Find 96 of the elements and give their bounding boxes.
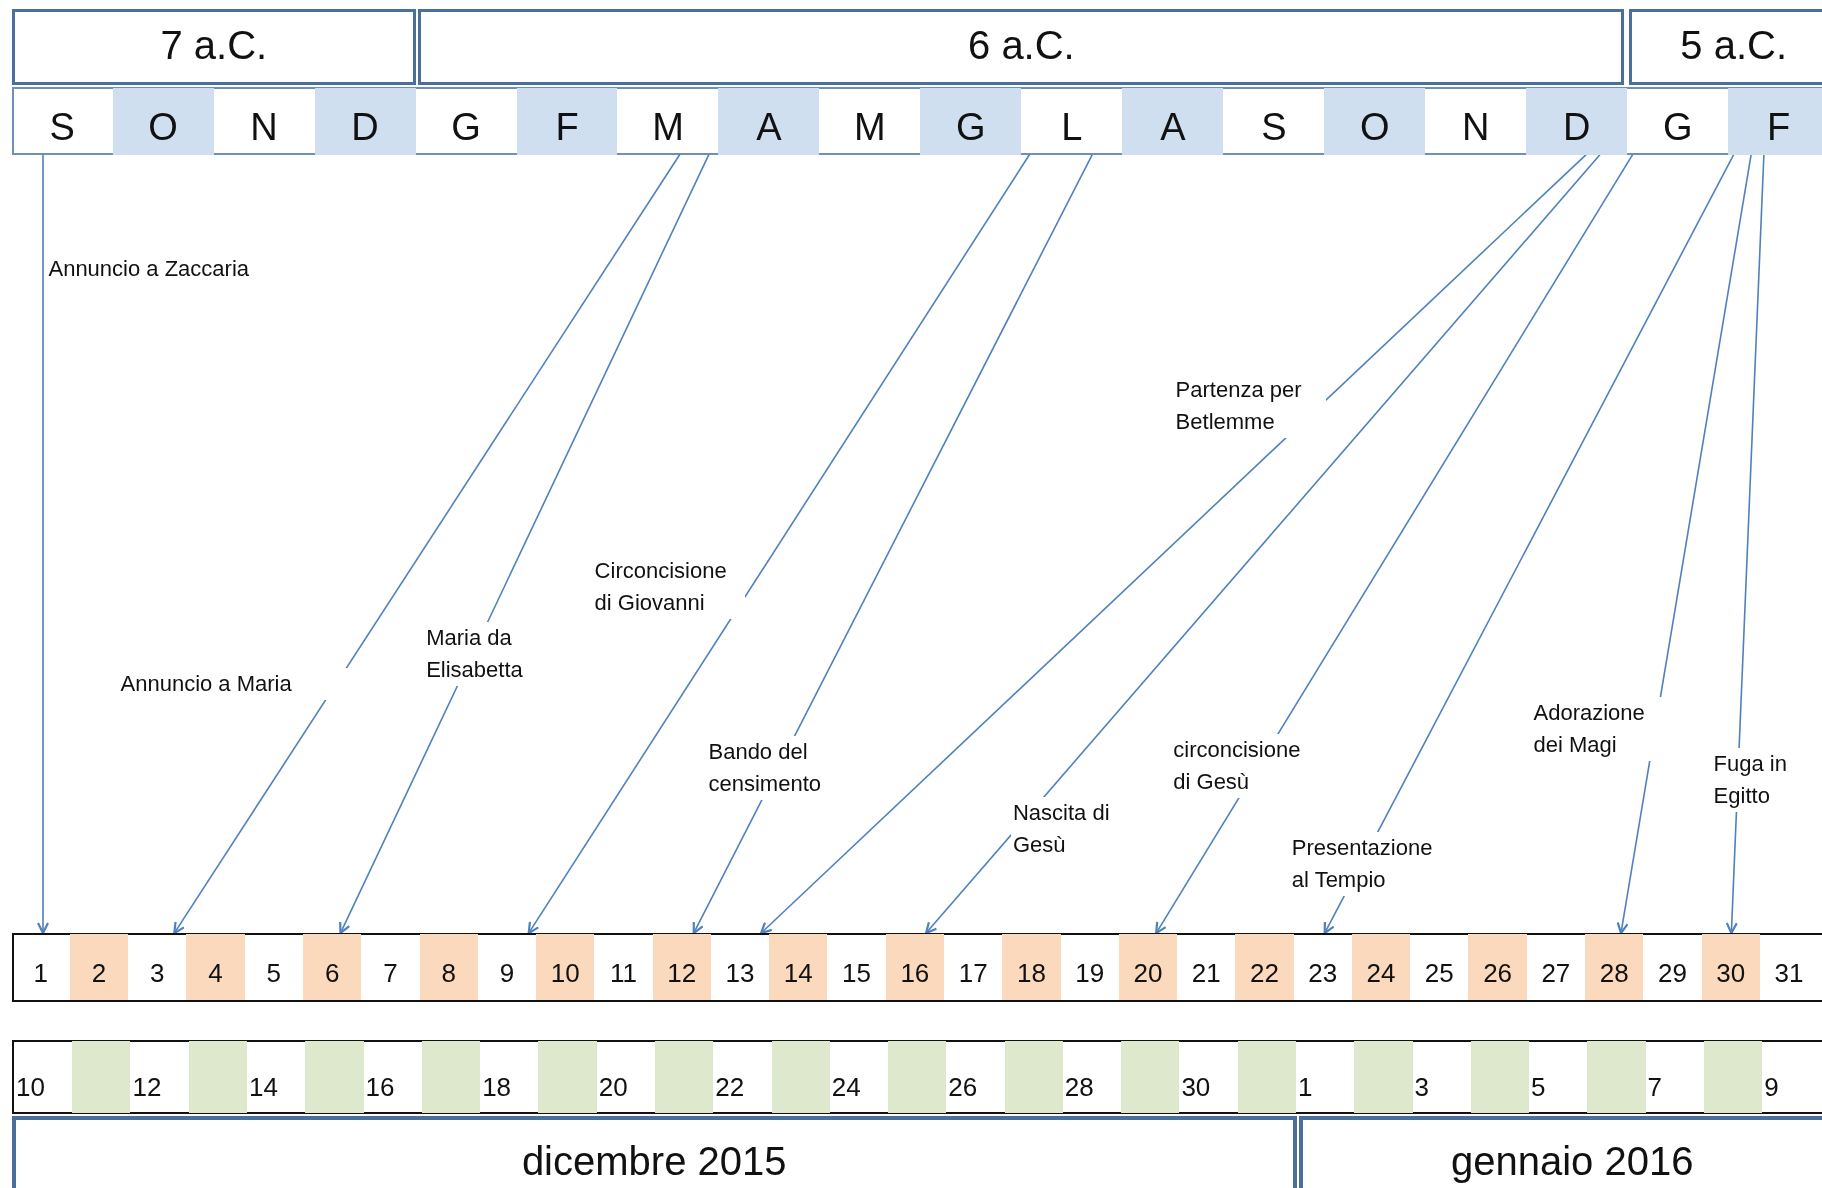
day-cell: 29 [1643, 934, 1702, 1001]
day-cell: 31 [1759, 934, 1819, 1001]
year-box: 5 a.C. [1629, 9, 1822, 85]
day-cell: 18 [1002, 934, 1061, 1001]
arrow [339, 153, 710, 935]
day-cell: 23 [1293, 934, 1352, 1001]
day-cell: 8 [419, 934, 478, 1001]
arrow [1155, 153, 1634, 935]
month-cell: G [415, 88, 517, 155]
day-cell: 6 [303, 934, 362, 1001]
date-cell: 28 [1062, 1041, 1122, 1114]
date-cell [1587, 1041, 1646, 1114]
day-cell: 27 [1526, 934, 1585, 1001]
arrow [1323, 153, 1735, 935]
date-cell [1121, 1041, 1180, 1114]
date-cell: 3 [1412, 1041, 1471, 1114]
date-cell [188, 1041, 247, 1114]
day-cell: 21 [1177, 934, 1236, 1001]
date-cell [654, 1041, 714, 1114]
day-cell: 30 [1701, 934, 1760, 1001]
month-cell: M [819, 88, 921, 155]
arrow [692, 153, 1094, 935]
date-cell: 14 [247, 1041, 306, 1114]
month-cell: O [1324, 88, 1426, 155]
month-cell: N [1425, 88, 1527, 155]
date-cell: 16 [363, 1041, 422, 1114]
date-cell: 12 [130, 1041, 189, 1114]
arrow [173, 153, 681, 935]
date-cell: 20 [596, 1041, 655, 1114]
date-cell: 9 [1762, 1041, 1821, 1114]
day-cell: 24 [1351, 934, 1411, 1001]
date-cell [1470, 1041, 1530, 1114]
arrow [527, 153, 1031, 935]
date-cell [305, 1041, 364, 1114]
day-cell: 10 [536, 934, 595, 1001]
arrow [1616, 153, 1752, 935]
arrow [1725, 153, 1765, 935]
month-cell: A [1122, 88, 1224, 155]
day-cell: 12 [652, 934, 711, 1001]
arrow [36, 153, 50, 935]
day-cell: 2 [69, 934, 129, 1001]
date-cell: 22 [713, 1041, 772, 1114]
date-cell [888, 1041, 947, 1114]
day-cell: 3 [128, 934, 187, 1001]
day-cell: 28 [1585, 934, 1644, 1001]
date-cell [421, 1041, 481, 1114]
day-cell: 16 [885, 934, 944, 1001]
date-cell [538, 1041, 597, 1114]
month-cell: D [314, 88, 416, 155]
day-cell: 26 [1468, 934, 1527, 1001]
month-cell: O [112, 88, 214, 155]
day-cell: 15 [827, 934, 886, 1001]
month-cell: A [718, 88, 820, 155]
day-cell: 5 [244, 934, 303, 1001]
month-cell: L [1021, 88, 1123, 155]
day-cell: 13 [710, 934, 770, 1001]
month-name-box: gennaio 2016 [1299, 1115, 1822, 1188]
date-cell: 24 [829, 1041, 889, 1114]
date-cell: 10 [13, 1041, 73, 1114]
year-box: 7 a.C. [11, 9, 416, 85]
date-cell [1237, 1041, 1296, 1114]
date-cell: 1 [1295, 1041, 1355, 1114]
day-cell: 25 [1410, 934, 1469, 1001]
day-cell: 19 [1060, 934, 1119, 1001]
day-cell: 20 [1118, 934, 1178, 1001]
day-cell: 1 [11, 934, 70, 1001]
month-cell: M [617, 88, 719, 155]
day-cell: 14 [769, 934, 828, 1001]
date-cell: 26 [946, 1041, 1005, 1114]
day-cell: 17 [944, 934, 1003, 1001]
month-cell: G [1627, 88, 1729, 155]
month-cell: N [213, 88, 315, 155]
month-cell: D [1526, 88, 1628, 155]
day-cell: 4 [186, 934, 245, 1001]
year-box: 6 a.C. [418, 9, 1625, 85]
day-cell: 11 [594, 934, 653, 1001]
date-cell [771, 1041, 830, 1114]
date-cell [1354, 1041, 1413, 1114]
date-cell: 7 [1645, 1041, 1704, 1114]
month-cell: F [1728, 88, 1822, 155]
date-cell [1703, 1041, 1763, 1114]
date-cell: 30 [1179, 1041, 1238, 1114]
month-name-box: dicembre 2015 [11, 1115, 1297, 1188]
month-cell: S [1223, 88, 1325, 155]
date-cell [72, 1041, 131, 1114]
date-cell: 5 [1529, 1041, 1588, 1114]
arrow [760, 153, 1587, 935]
month-cell: S [11, 88, 113, 155]
arrow [925, 153, 1601, 935]
date-cell: 18 [480, 1041, 539, 1114]
month-cell: F [516, 88, 618, 155]
month-cell: G [920, 88, 1022, 155]
day-cell: 7 [361, 934, 420, 1001]
day-cell: 9 [477, 934, 537, 1001]
date-cell [1004, 1041, 1063, 1114]
day-cell: 22 [1235, 934, 1294, 1001]
